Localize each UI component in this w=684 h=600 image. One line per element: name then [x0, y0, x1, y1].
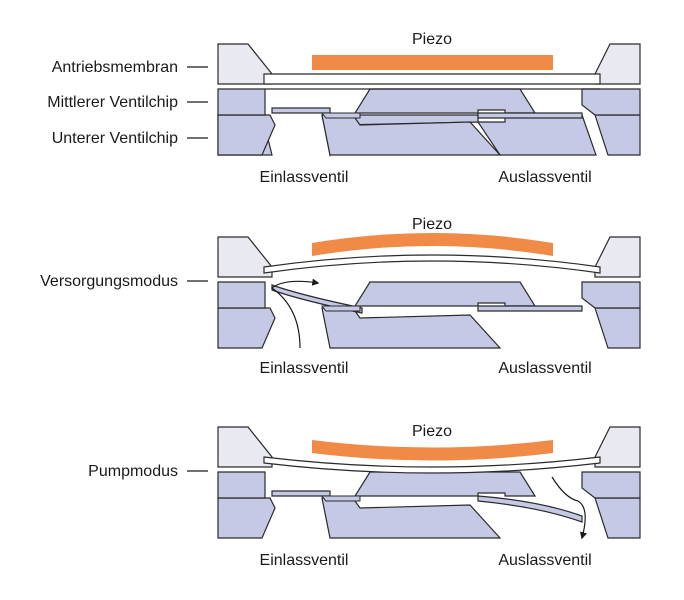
outlet-flap [477, 305, 583, 312]
lower-chip-middle-block [321, 307, 502, 349]
middle-valve-chip-left [217, 281, 266, 309]
drive-membrane-label: Antriebsmembran [52, 59, 178, 76]
inlet-valve-seat [320, 495, 361, 502]
lower-chip-right-block [594, 114, 641, 156]
piezo-label: Piezo [412, 216, 452, 233]
inlet-valve-label: Einlassventil [260, 169, 349, 186]
inlet-flow-arrow [270, 278, 320, 349]
panel-supply: Piezo Versorgungsmodus Einlassventil Aus… [40, 216, 641, 377]
inlet-valve-label: Einlassventil [260, 360, 349, 377]
outlet-flap [477, 495, 583, 523]
frame-right [594, 43, 641, 85]
middle-valve-chip-left [217, 88, 266, 116]
outlet-flap [477, 112, 583, 119]
outlet-valve-label: Auslassventil [498, 169, 591, 186]
lower-chip-left-block [217, 497, 276, 539]
piezo-element [312, 440, 553, 461]
inlet-valve-label: Einlassventil [260, 552, 349, 569]
drive-membrane [263, 73, 601, 85]
inlet-valve-seat [320, 305, 361, 312]
middle-valve-chip-center [353, 471, 537, 497]
drive-membrane [263, 254, 601, 274]
middle-valve-chip-right [581, 281, 641, 309]
inlet-flap [271, 490, 331, 497]
inlet-valve-seat [320, 112, 361, 119]
piezo-element [312, 55, 553, 70]
outlet-valve-label: Auslassventil [498, 552, 591, 569]
supply-mode-label: Versorgungsmodus [40, 273, 178, 290]
middle-valve-chip-right [581, 471, 641, 499]
pump-mode-label: Pumpmodus [88, 463, 178, 480]
piezo-label: Piezo [412, 423, 452, 440]
piezo-label: Piezo [412, 31, 452, 48]
frame-right [594, 236, 641, 278]
panel-rest: Piezo Antriebsmembran Mittlerer Ventilch… [47, 31, 641, 186]
piezo-element [312, 233, 553, 256]
outlet-flow-arrow [551, 476, 587, 540]
middle-valve-chip-left [217, 471, 266, 499]
lower-chip-right-block [594, 497, 641, 539]
middle-valve-chip-right [581, 88, 641, 116]
lower-chip-left-block [217, 307, 276, 349]
outlet-valve-label: Auslassventil [498, 360, 591, 377]
lower-chip-middle-block [321, 497, 502, 539]
lower-chip-right-block [594, 307, 641, 349]
inlet-flap [271, 107, 331, 114]
panel-pump: Piezo Pumpmodus Einlassventil Auslassven… [88, 423, 641, 569]
lower-valve-chip-label: Unterer Ventilchip [52, 130, 178, 147]
drive-membrane [263, 456, 601, 474]
middle-valve-chip-label: Mittlerer Ventilchip [47, 94, 178, 111]
frame-right [594, 426, 641, 468]
middle-valve-chip-center [353, 88, 537, 114]
middle-valve-chip-center [353, 281, 537, 307]
